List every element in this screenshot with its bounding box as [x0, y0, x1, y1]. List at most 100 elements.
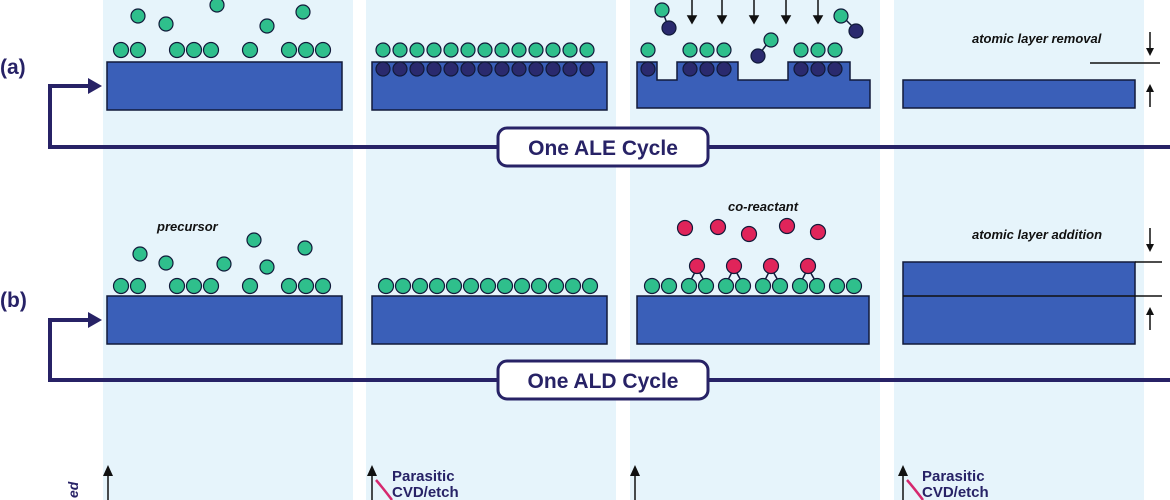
modified-atom [716, 61, 732, 77]
arrow-down-icon [812, 15, 824, 25]
gas-molecule [132, 246, 148, 262]
adsorbate [581, 277, 599, 295]
coreactant-bound [799, 257, 817, 275]
ale-cycle-box [496, 126, 710, 168]
adsorbate [443, 42, 459, 58]
coreactant-gas [778, 217, 796, 235]
graph-2-axis: Parasitic CVD/etch [367, 465, 459, 500]
adsorbate [377, 277, 395, 295]
adsorbate [185, 277, 203, 295]
gas-molecule [216, 256, 232, 272]
modified-atom [494, 61, 510, 77]
adsorbate [513, 277, 531, 295]
arrow-up-icon [630, 465, 640, 476]
adsorbate [793, 42, 809, 58]
adsorbate [202, 41, 220, 59]
ald-cycle-arrowhead-icon [88, 312, 102, 328]
adsorbate [241, 41, 259, 59]
adsorbate [297, 277, 315, 295]
adsorbate [808, 277, 826, 295]
gas-molecule [158, 255, 174, 271]
arrow-up-icon [898, 465, 908, 476]
adsorbate [643, 277, 661, 295]
ald-substrate-1 [106, 295, 343, 345]
adsorbate [280, 41, 298, 59]
graph-4-axis: Parasitic CVD/etch [898, 465, 989, 500]
arrow-up-icon [1146, 84, 1154, 92]
adsorbate [426, 42, 442, 58]
adsorbate [640, 42, 656, 58]
adsorbate [112, 277, 130, 295]
modified-atom [511, 61, 527, 77]
adsorbate [579, 42, 595, 58]
gas-molecule [259, 259, 275, 275]
modified-atom [827, 61, 843, 77]
ale-desorbing-products [654, 2, 864, 64]
step-4-column [894, 0, 1144, 500]
gas-molecule [158, 16, 174, 32]
modified-atom [793, 61, 809, 77]
adsorbate [496, 277, 514, 295]
ald-cycle-label: One ALD Cycle [528, 370, 679, 393]
ald-cycle-box [496, 359, 710, 401]
ale-adsorbates-1 [112, 0, 332, 59]
adsorbate [462, 277, 480, 295]
adsorbate [460, 42, 476, 58]
adsorbate [827, 42, 843, 58]
adsorbate [494, 42, 510, 58]
ale-substrate-1 [106, 61, 343, 111]
adsorbate [680, 277, 698, 295]
ald-step-2 [371, 277, 608, 345]
coreactant-gas [740, 225, 758, 243]
modified-atom [579, 61, 595, 77]
modified-atom [375, 61, 391, 77]
ald-step-3: co-reactant [636, 199, 870, 345]
adsorbate [791, 277, 809, 295]
adsorbate [112, 41, 130, 59]
ale-step-3 [636, 0, 871, 109]
arrow-up-icon [103, 465, 113, 476]
adsorbate [129, 41, 147, 59]
row-a-label: (a) [0, 56, 26, 79]
adsorbate [168, 41, 186, 59]
adsorbate [828, 277, 846, 295]
arrow-down-icon [1146, 48, 1154, 56]
row-b-label: (b) [0, 289, 27, 312]
atomic-layer-removal-label: atomic layer removal [972, 31, 1102, 46]
precursor-label: precursor [156, 219, 219, 234]
modified-atom [443, 61, 459, 77]
modified-atom [848, 23, 864, 39]
adsorbate [241, 277, 259, 295]
ale-step-2 [371, 42, 608, 111]
modified-atom [528, 61, 544, 77]
adsorbate [185, 41, 203, 59]
adsorbate [845, 277, 863, 295]
adsorbate [428, 277, 446, 295]
parasitic-label-2: Parasitic [922, 468, 985, 485]
cvd-etch-label-2: CVD/etch [922, 484, 989, 500]
modified-atom [545, 61, 561, 77]
ale-step-4: atomic layer removal [902, 31, 1160, 109]
adsorbate [445, 277, 463, 295]
ale-substrate-4 [902, 79, 1136, 109]
ald-saturated-layer [377, 277, 599, 295]
ale-cycle-badge: One ALE Cycle [496, 126, 710, 168]
modified-atom [682, 61, 698, 77]
gas-molecule [295, 4, 311, 20]
co-reactant-label: co-reactant [728, 199, 799, 214]
modified-atom [426, 61, 442, 77]
graph-1-axis [103, 465, 113, 500]
adsorbate [394, 277, 412, 295]
adsorbate [699, 42, 715, 58]
coreactant-gas [809, 223, 827, 241]
adsorbate [734, 277, 752, 295]
gas-molecule [246, 232, 262, 248]
arrow-down-icon [748, 15, 760, 25]
coreactant-bound [688, 257, 706, 275]
ald-substrate-4 [902, 261, 1136, 345]
modified-atom [460, 61, 476, 77]
adsorbate [717, 277, 735, 295]
adsorbate [754, 277, 772, 295]
adsorbate [409, 42, 425, 58]
ald-cycle-badge: One ALD Cycle [496, 359, 710, 401]
